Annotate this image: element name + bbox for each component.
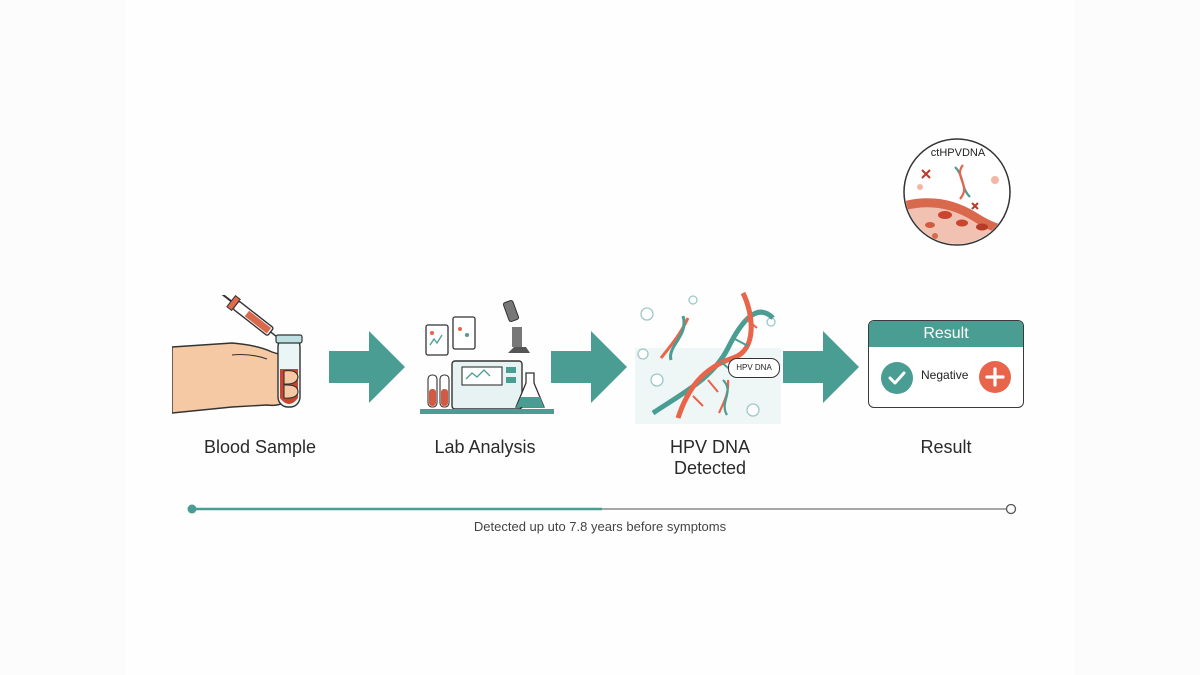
hpv-dna-badge: HPV DNA bbox=[728, 358, 780, 378]
result-card: Result Negative bbox=[868, 320, 1024, 408]
arrow-right-icon bbox=[551, 331, 627, 403]
step-label-result: Result bbox=[920, 437, 972, 457]
result-status: Negative bbox=[921, 368, 969, 382]
bloodstream-dna-icon bbox=[903, 138, 1011, 246]
timeline-caption: Detected up uto 7.8 years before symptom… bbox=[473, 519, 727, 534]
step-label-lab-analysis: Lab Analysis bbox=[434, 437, 536, 457]
result-card-title: Result bbox=[869, 321, 1023, 347]
lab-equipment-icon bbox=[420, 299, 554, 414]
step-label-hpv-dna-detected: HPV DNA Detected bbox=[640, 437, 780, 479]
timeline bbox=[187, 503, 1017, 515]
result-card-body: Negative bbox=[869, 347, 1023, 407]
plus-icon bbox=[979, 361, 1011, 393]
arrow-right-icon bbox=[329, 331, 405, 403]
arrow-right-icon bbox=[783, 331, 859, 403]
step-label-line2: Detected bbox=[673, 458, 747, 478]
blood-draw-icon bbox=[172, 295, 303, 414]
check-icon bbox=[881, 362, 913, 394]
step-label-blood-sample: Blood Sample bbox=[203, 437, 317, 457]
step-label-line1: HPV DNA bbox=[669, 437, 750, 457]
dna-helix-icon bbox=[635, 291, 781, 424]
inset-label: ctHPVDNA bbox=[930, 147, 986, 159]
